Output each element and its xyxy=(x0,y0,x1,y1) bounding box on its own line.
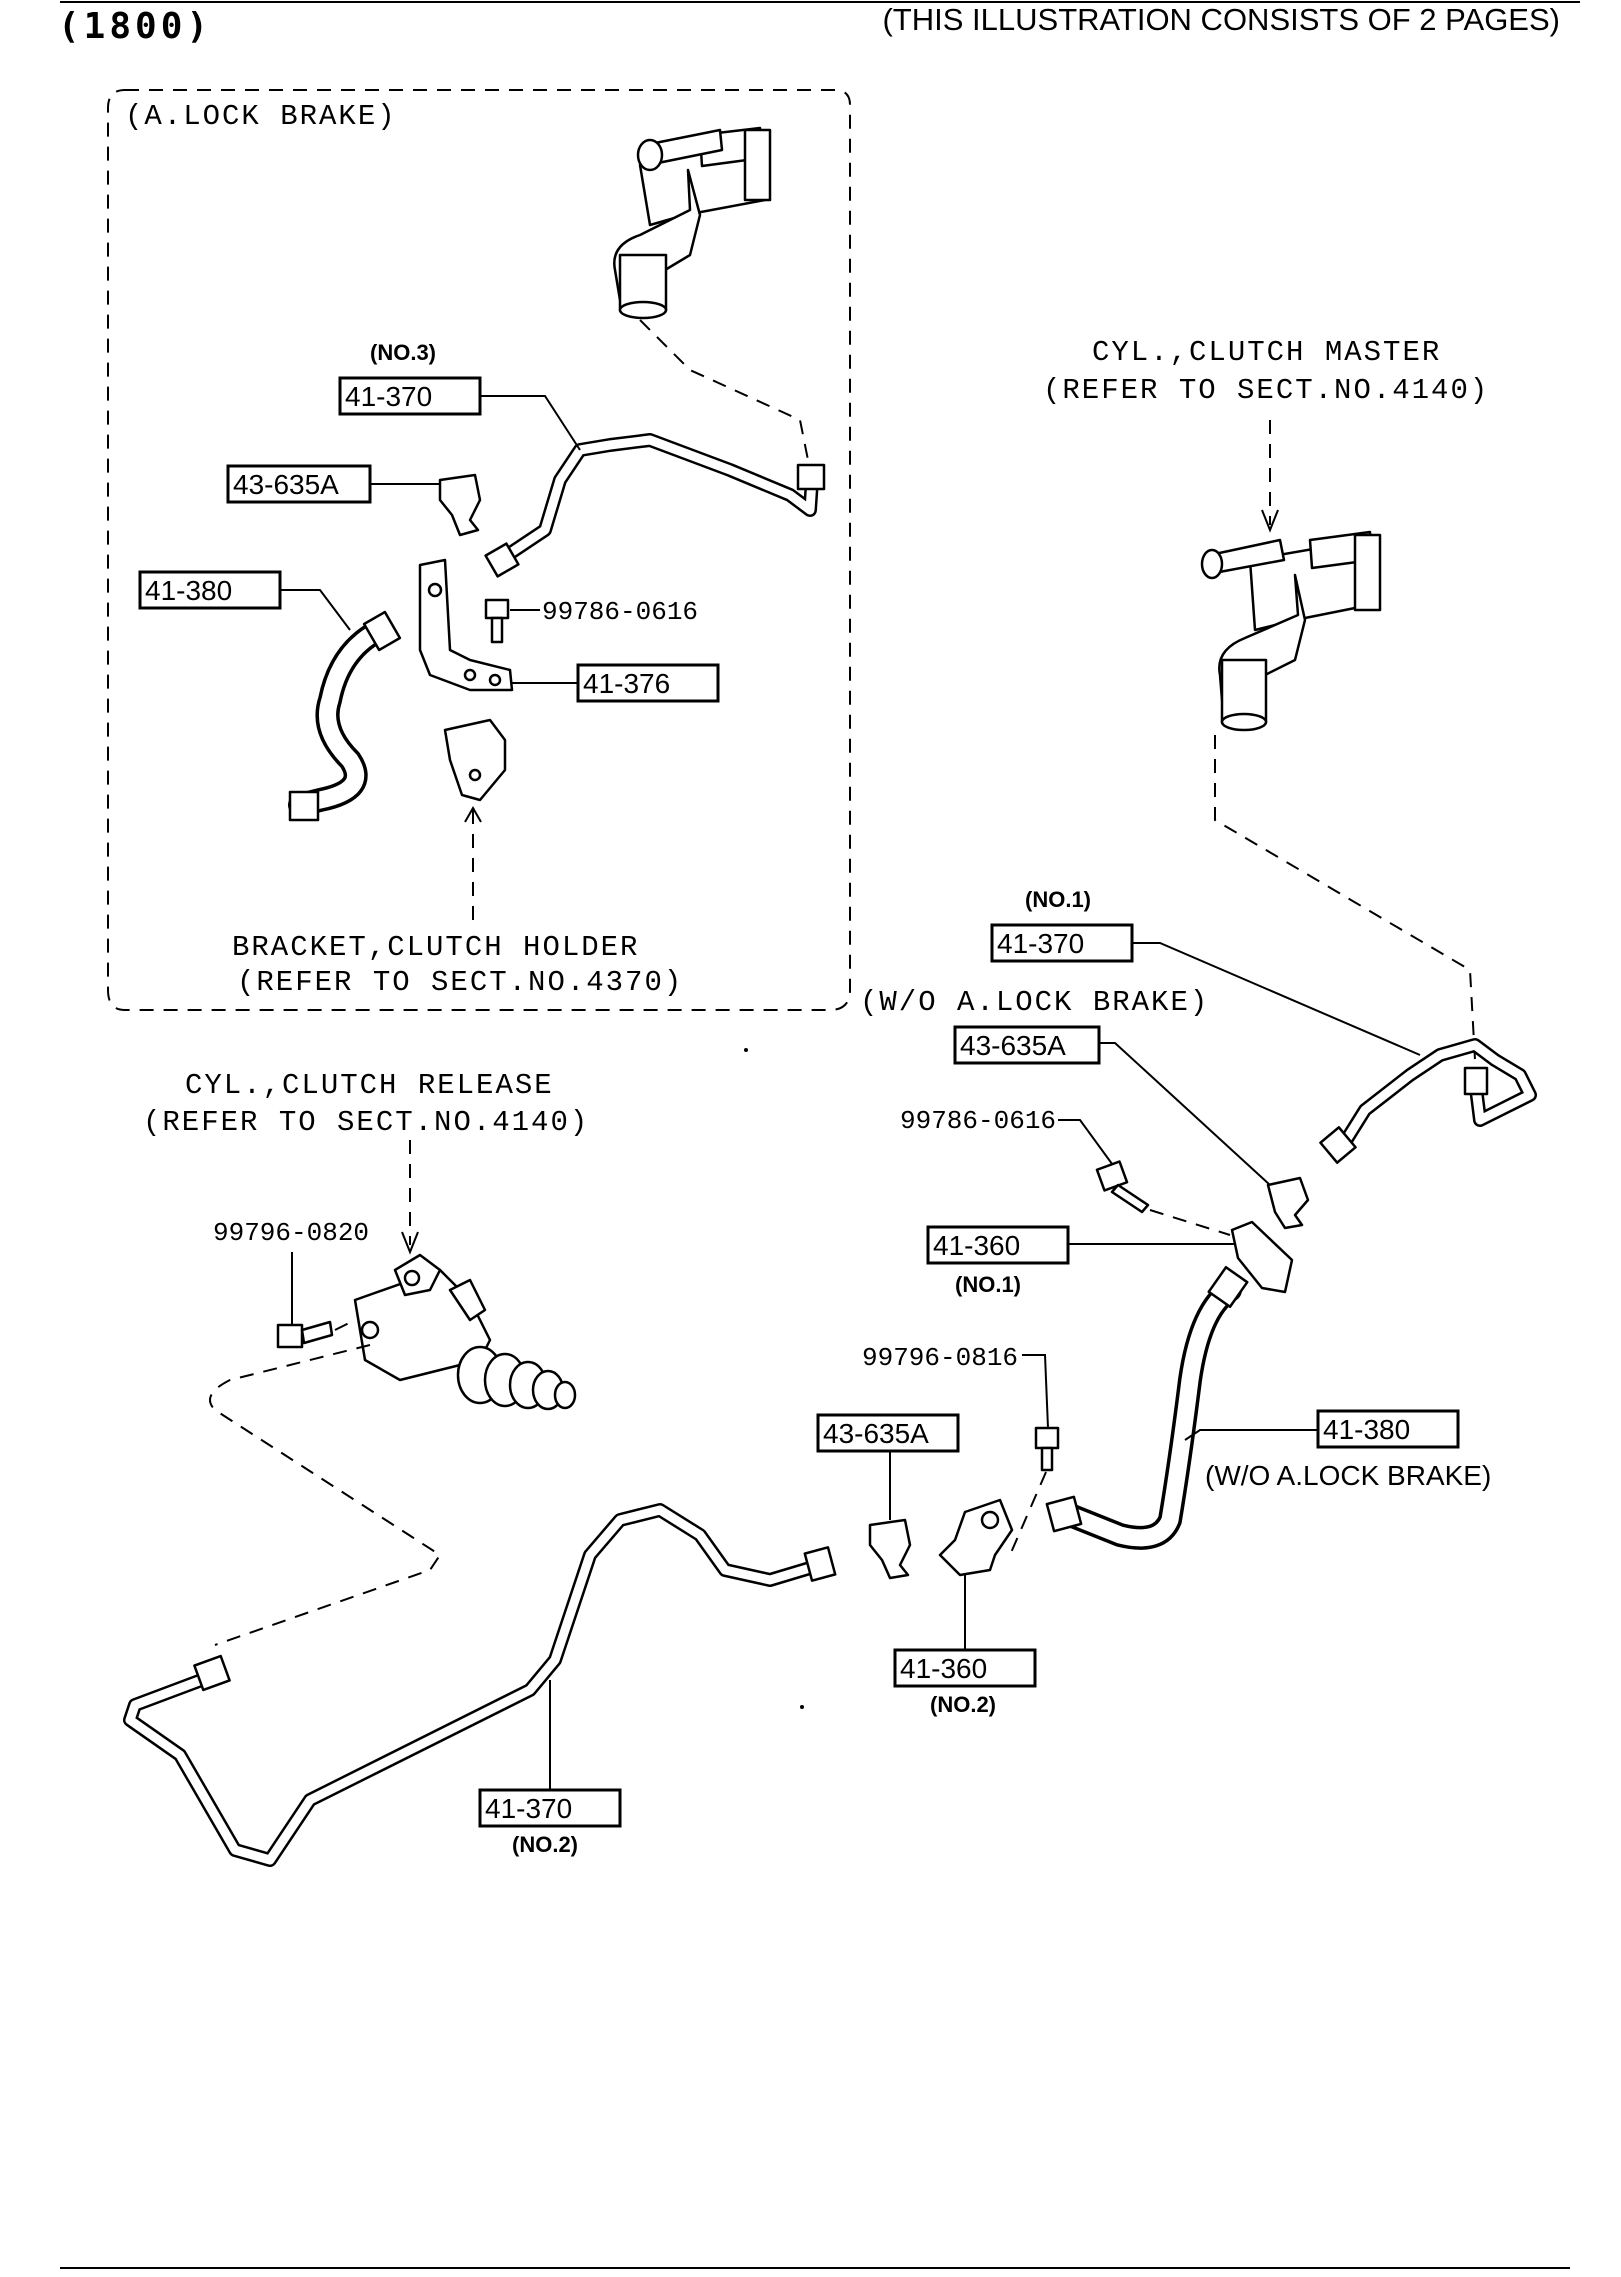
clip-main-pn-box xyxy=(953,1025,1101,1065)
hose-main-pn-box xyxy=(1316,1409,1460,1449)
pipe-no2-pn: 41-370 xyxy=(485,1793,572,1824)
master-cylinder-inset-icon xyxy=(613,126,772,320)
bracket-41-376-icon xyxy=(418,558,514,692)
holder-label-line2: (REFER TO SECT.NO.4370) xyxy=(237,966,683,999)
hose-inset-pn-box xyxy=(138,570,282,610)
master-line1: CYL.,CLUTCH MASTER xyxy=(1092,336,1441,369)
bolt2-pn: 99796-0816 xyxy=(862,1343,1018,1373)
clip2-pn-box xyxy=(816,1413,960,1453)
clip-inset-pn: 43-635A xyxy=(233,469,339,500)
clip-inset-pn-box xyxy=(226,464,372,504)
clip-main-icon xyxy=(1266,1176,1310,1230)
bolt-inset-pn: 99786-0616 xyxy=(542,597,698,627)
model-label: (1800) xyxy=(58,6,212,47)
bracket-no2-tag: (NO.2) xyxy=(930,1692,996,1717)
pages-note: (THIS ILLUSTRATION CONSISTS OF 2 PAGES) xyxy=(882,2,1560,37)
bracket-no1-tag: (NO.1) xyxy=(955,1272,1021,1297)
release-bolt-icon xyxy=(276,1320,334,1349)
release-bolt-pn: 99796-0820 xyxy=(213,1218,369,1248)
bracket-no2-pn: 41-360 xyxy=(900,1653,987,1684)
bracket-no1-pn-box xyxy=(926,1225,1070,1265)
holder-label-line1: BRACKET,CLUTCH HOLDER xyxy=(232,931,639,964)
pipe-no1 xyxy=(1319,1038,1537,1164)
pipe-no2-pn-box xyxy=(478,1788,622,1828)
pipe-no2 xyxy=(123,1503,837,1867)
holder-bracket-icon xyxy=(443,718,507,802)
pipe-no1-pn-box xyxy=(990,923,1134,963)
inset-master-dash xyxy=(639,319,811,471)
scan-dot xyxy=(800,1705,804,1709)
bracket-no1-pn: 41-360 xyxy=(933,1230,1020,1261)
wo-alock-title: (W/O A.LOCK BRAKE) xyxy=(860,986,1209,1019)
clip-main-pn: 43-635A xyxy=(960,1030,1066,1061)
master-cylinder-main: CYL.,CLUTCH MASTER (REFER TO SECT.NO.414… xyxy=(1043,336,1489,1061)
bolt-inset-icon xyxy=(484,598,510,644)
pipe-no3-tag: (NO.3) xyxy=(370,340,436,365)
pipe-no3-pn: 41-370 xyxy=(345,381,432,412)
master-cylinder-icon xyxy=(1200,530,1382,732)
inset-title: (A.LOCK BRAKE) xyxy=(125,100,397,133)
pipe-no3-pn-box xyxy=(338,376,482,416)
pipe-no1-pn: 41-370 xyxy=(997,928,1084,959)
bracket-no1-icon xyxy=(1230,1220,1294,1294)
pipe-no1-tag: (NO.1) xyxy=(1025,887,1091,912)
master-line2: (REFER TO SECT.NO.4140) xyxy=(1043,374,1489,407)
clip2-icon xyxy=(868,1518,912,1580)
bracket-no2-pn-box xyxy=(893,1648,1037,1688)
bracket-41-376-pn: 41-376 xyxy=(583,668,670,699)
alock-brake-inset: (A.LOCK BRAKE) xyxy=(107,89,851,1011)
bolt-main-icon xyxy=(1095,1160,1150,1214)
hose-inset-pn: 41-380 xyxy=(145,575,232,606)
inset-border xyxy=(107,89,851,1011)
release-line2: (REFER TO SECT.NO.4140) xyxy=(143,1106,589,1139)
bolt-main-pn: 99786-0616 xyxy=(900,1106,1056,1136)
bracket-no2-icon xyxy=(938,1498,1014,1577)
hose-main-note: (W/O A.LOCK BRAKE) xyxy=(1205,1460,1491,1491)
hose-inset xyxy=(288,610,402,822)
release-cylinder-icon xyxy=(353,1253,577,1411)
scan-dot xyxy=(744,1048,748,1052)
clip2-pn: 43-635A xyxy=(823,1418,929,1449)
pipe-no3 xyxy=(484,433,826,578)
release-line1: CYL.,CLUTCH RELEASE xyxy=(185,1069,554,1102)
pipe-no2-tag: (NO.2) xyxy=(512,1832,578,1857)
hose-main-pn: 41-380 xyxy=(1323,1414,1410,1445)
clip-inset-icon xyxy=(438,473,482,537)
bolt2-icon xyxy=(1034,1426,1060,1472)
hose-main xyxy=(1045,1266,1249,1550)
